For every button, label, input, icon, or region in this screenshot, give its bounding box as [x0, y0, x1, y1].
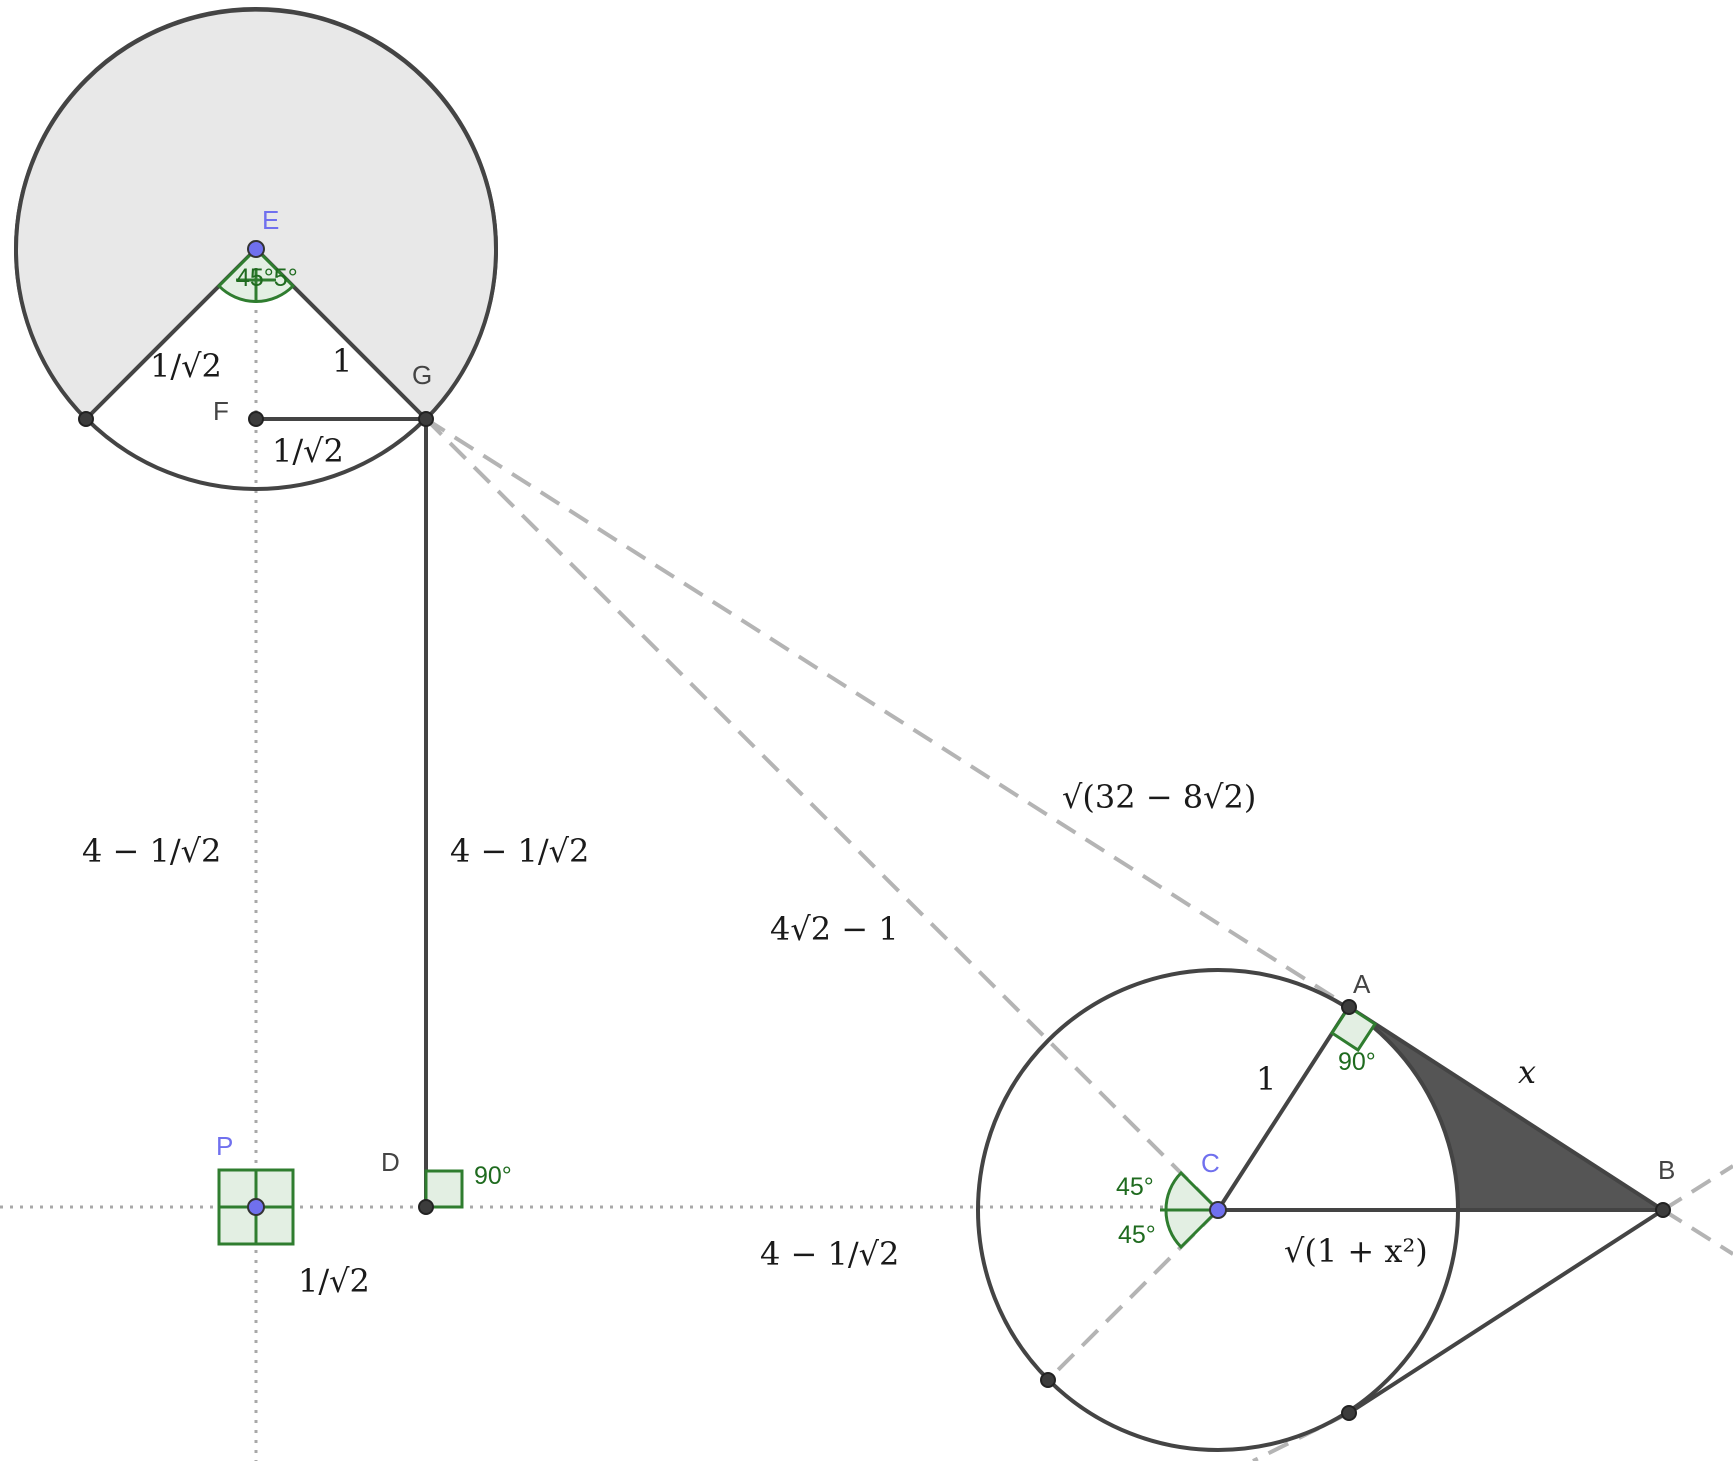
- dashed-line-B-upper: [1661, 1164, 1733, 1212]
- point-G[interactable]: [418, 411, 434, 427]
- point-F[interactable]: [248, 411, 264, 427]
- top-circle-shaded-sector: [14, 7, 498, 422]
- angle-arc-C-upper: [1164, 1170, 1222, 1212]
- label-point-P: P: [216, 1131, 233, 1161]
- angle-label-E: 45°5°: [236, 264, 298, 292]
- point-top-circle-left[interactable]: [78, 411, 94, 427]
- label-GD-vertical: 4 − 1/√2: [450, 832, 589, 870]
- point-D[interactable]: [418, 1199, 434, 1215]
- point-B[interactable]: [1655, 1202, 1671, 1218]
- angle-arc-C-lower: [1164, 1208, 1222, 1250]
- label-point-E: E: [262, 205, 279, 235]
- label-CA-radius: 1: [1256, 1060, 1276, 1098]
- right-angle-marker-D: [424, 1169, 464, 1209]
- angle-label-C-lower: 45°: [1118, 1221, 1156, 1249]
- label-GA-tangent: √(32 − 8√2): [1062, 778, 1256, 816]
- label-point-B: B: [1658, 1155, 1675, 1185]
- label-FG-side: 1/√2: [272, 432, 344, 470]
- label-EF-side: 1/√2: [150, 347, 222, 385]
- label-AB-tangent: x: [1518, 1053, 1536, 1091]
- dashed-line-GC: [424, 417, 1220, 1212]
- point-A[interactable]: [1341, 999, 1357, 1015]
- point-bottom-circle-lower-left[interactable]: [1040, 1372, 1056, 1388]
- label-GC-distance: 4√2 − 1: [770, 910, 899, 948]
- point-C[interactable]: [1209, 1201, 1227, 1219]
- label-point-G: G: [412, 360, 432, 390]
- label-point-C: C: [1201, 1148, 1220, 1178]
- label-point-F: F: [213, 396, 229, 426]
- label-point-D: D: [381, 1147, 400, 1177]
- label-DC-horizontal: 4 − 1/√2: [760, 1235, 899, 1273]
- point-bottom-circle-lower-tangent[interactable]: [1341, 1405, 1357, 1421]
- label-CB-hyp: √(1 + x²): [1284, 1232, 1428, 1270]
- angle-label-D: 90°: [474, 1162, 512, 1190]
- angle-label-C-upper: 45°: [1116, 1173, 1154, 1201]
- label-PE-vertical: 4 − 1/√2: [82, 832, 221, 870]
- label-PD-horizontal: 1/√2: [298, 1262, 370, 1300]
- segment-CA: [1216, 1005, 1351, 1212]
- label-EG-side: 1: [332, 342, 352, 380]
- segment-B-lower-tangent: [1347, 1208, 1665, 1415]
- point-P[interactable]: [247, 1198, 265, 1216]
- right-angle-marker-A: [1329, 1004, 1378, 1053]
- point-E[interactable]: [247, 240, 265, 258]
- label-point-A: A: [1353, 969, 1371, 999]
- dashed-line-B-lower: [1661, 1208, 1733, 1256]
- dashed-line-GA: [424, 417, 1351, 1009]
- segment-AB: [1347, 1005, 1665, 1212]
- angle-label-A: 90°: [1338, 1048, 1376, 1076]
